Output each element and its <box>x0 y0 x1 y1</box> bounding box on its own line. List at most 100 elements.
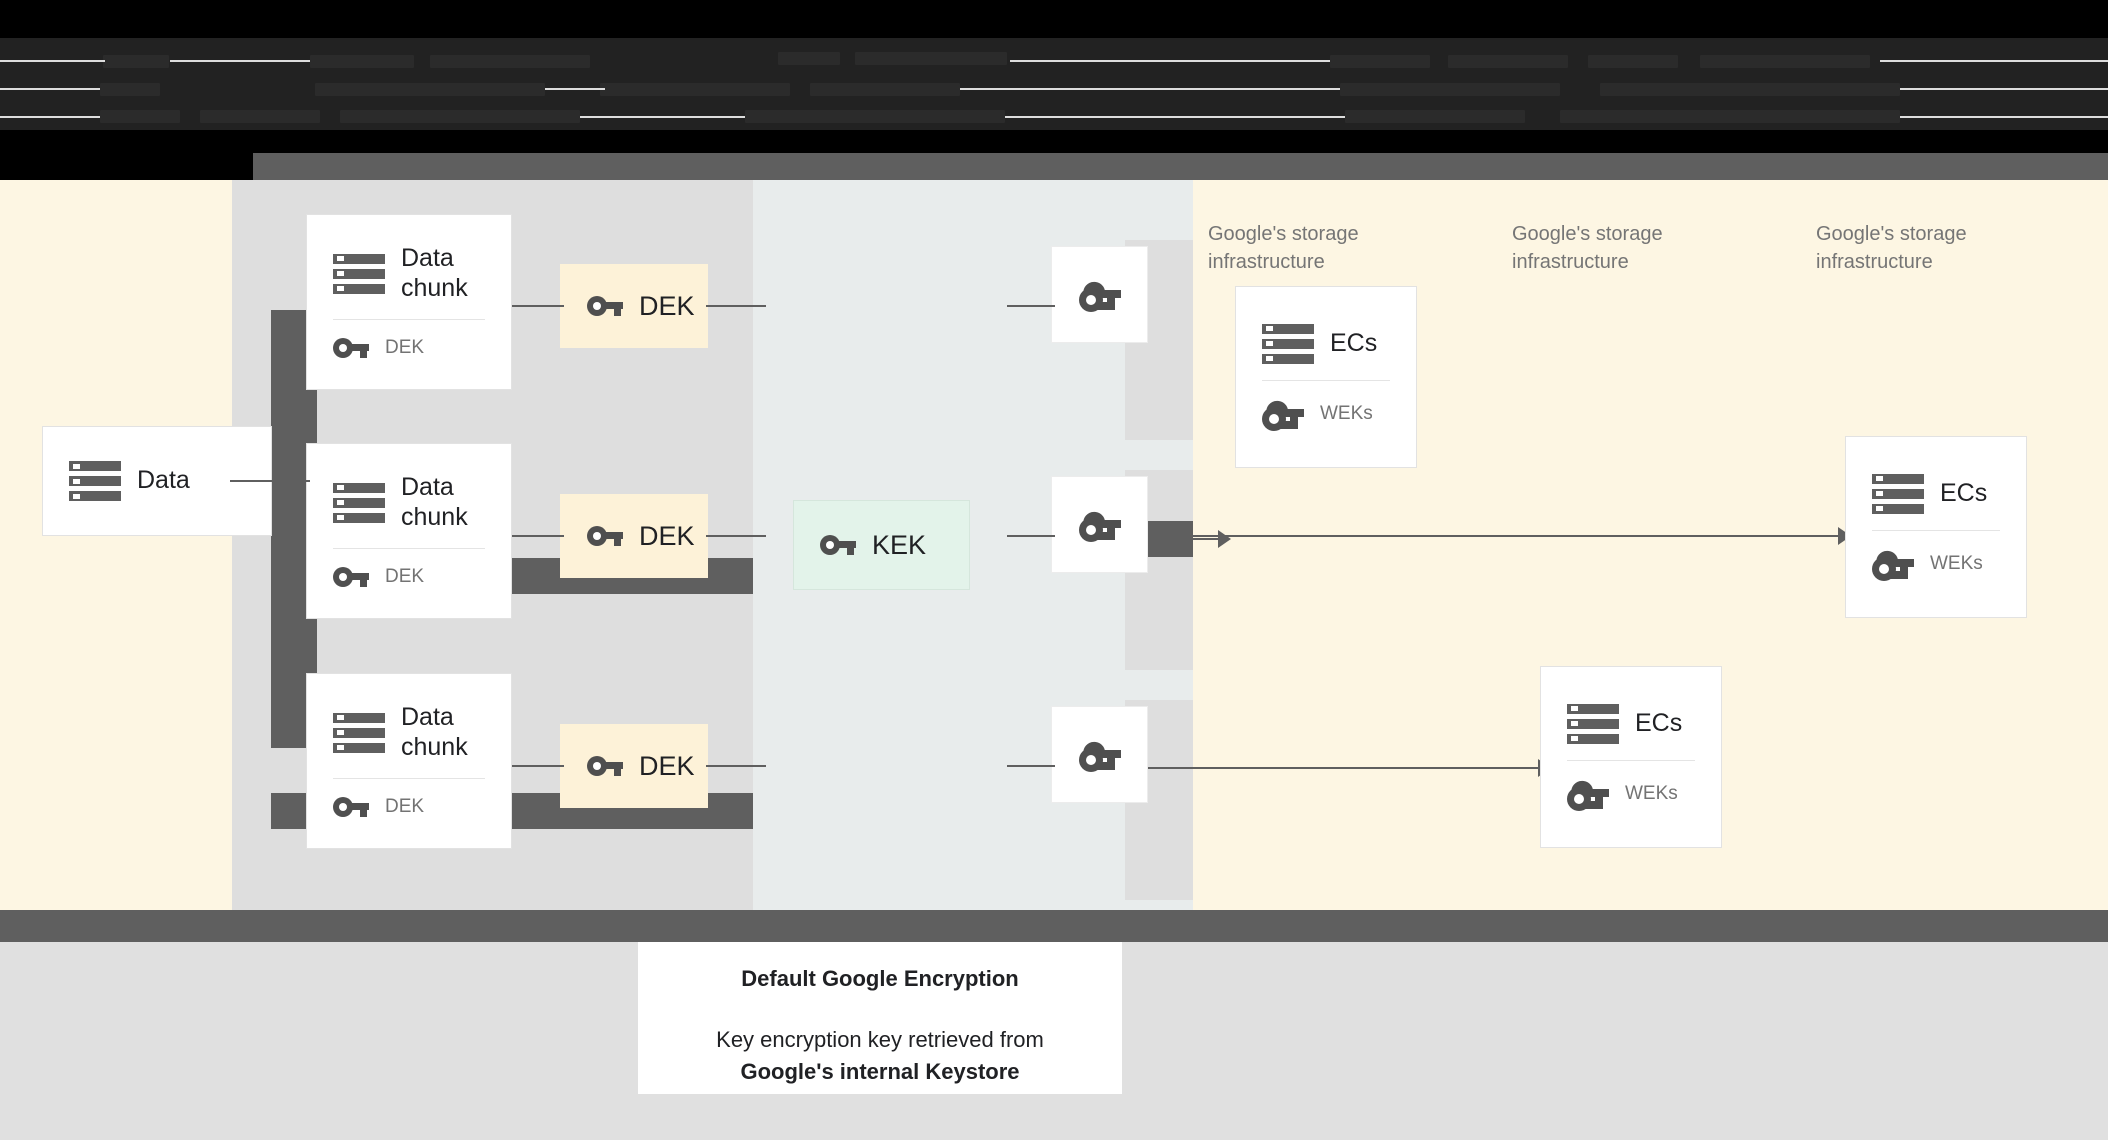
dek-chip-1[interactable]: DEK <box>560 264 708 348</box>
connector-dek3-out <box>706 765 766 767</box>
ec-card-2[interactable]: ECs WEKs <box>1845 436 2027 618</box>
obscured-text-run <box>810 83 960 96</box>
obscured-text-run <box>1560 110 1900 123</box>
chunk-key-row: DEK <box>307 795 511 819</box>
caption-line-2: Google's internal Keystore <box>740 1058 1020 1084</box>
header-grey-divider <box>0 153 2108 180</box>
obscured-text-run <box>1448 55 1568 68</box>
chunk-title-row: Data chunk <box>307 244 511 303</box>
ec-title: ECs <box>1940 478 1988 507</box>
obscured-text-run <box>745 110 1005 123</box>
obscured-text-run <box>430 55 590 68</box>
data-source-row: Data <box>43 461 271 501</box>
diagram-canvas: Data Data chunk DEK Data chunk DEK <box>0 180 2108 1092</box>
card-divider <box>1872 529 2000 531</box>
ec-key-row: WEKs <box>1236 397 1416 431</box>
key-icon <box>333 336 369 360</box>
chunk-title: Data chunk <box>401 244 468 302</box>
ec-title: ECs <box>1635 708 1683 737</box>
wrapped-key-icon <box>1262 397 1304 431</box>
obscured-text-run <box>103 55 169 68</box>
storage-icon <box>333 482 385 523</box>
dek-chip-2[interactable]: DEK <box>560 494 708 578</box>
connector-kek-to-wek2 <box>1007 535 1055 537</box>
obscured-rule <box>960 88 1340 90</box>
storage-infrastructure-label-1: Google's storage infrastructure <box>1208 223 1359 273</box>
dek-chip-label: DEK <box>639 520 695 551</box>
caption-line-1: Key encryption key retrieved from <box>716 1027 1044 1052</box>
ec-key-label: WEKs <box>1930 552 1983 574</box>
obscured-rule <box>0 116 100 118</box>
obscured-rule <box>0 60 105 62</box>
obscured-text-run <box>1340 83 1560 96</box>
obscured-text-run <box>100 83 160 96</box>
caption-box: Default Google Encryption Key encryption… <box>638 942 1122 1094</box>
header-black-block <box>0 153 253 180</box>
key-icon <box>587 524 623 548</box>
ec-key-label: WEKs <box>1625 782 1678 804</box>
chunk-title-row: Data chunk <box>307 473 511 532</box>
chunk-title: Data chunk <box>401 703 468 761</box>
ec-key-row: WEKs <box>1846 547 2026 581</box>
obscured-text-run <box>1600 83 1900 96</box>
chunk-key-label: DEK <box>385 565 425 587</box>
obscured-text-run <box>1345 110 1525 123</box>
kek-chip-label: KEK <box>872 529 927 560</box>
obscured-rule <box>1010 60 1330 62</box>
obscured-rule <box>0 88 100 90</box>
connector-chunk2-to-dek2 <box>512 535 564 537</box>
wrapped-key-box-2[interactable] <box>1051 476 1148 573</box>
obscured-text-run <box>100 110 180 123</box>
ec-key-label: WEKs <box>1320 402 1373 424</box>
storage-icon <box>1567 703 1619 744</box>
connector-chunk1-to-dek1 <box>512 305 564 307</box>
chunk-key-row: DEK <box>307 336 511 360</box>
obscured-rule <box>580 116 745 118</box>
storage-icon <box>1262 323 1314 364</box>
storage-icon <box>333 712 385 753</box>
card-divider <box>333 777 485 779</box>
obscured-text-run <box>600 83 790 96</box>
obscured-rule <box>545 88 605 90</box>
wrapped-key-box-1[interactable] <box>1051 246 1148 343</box>
ec-card-3[interactable]: ECs WEKs <box>1540 666 1722 848</box>
connector-to-wek3 <box>1007 765 1055 767</box>
data-source-label: Data <box>137 466 190 495</box>
key-icon <box>587 754 623 778</box>
obscured-text-run <box>1588 55 1678 68</box>
wrapped-key-icon <box>1567 777 1609 811</box>
card-divider <box>333 547 485 549</box>
caption-heading: Default Google Encryption <box>741 966 1019 991</box>
chunk-title-row: Data chunk <box>307 703 511 762</box>
obscured-rule <box>170 60 310 62</box>
data-chunk-card-3[interactable]: Data chunk DEK <box>306 673 512 849</box>
wrapped-key-box-3[interactable] <box>1051 706 1148 803</box>
card-divider <box>1262 379 1390 381</box>
chunk-key-label: DEK <box>385 795 425 817</box>
data-chunk-card-2[interactable]: Data chunk DEK <box>306 443 512 619</box>
obscured-text-run <box>778 52 840 65</box>
dek-chip-3[interactable]: DEK <box>560 724 708 808</box>
dek-chip-label: DEK <box>639 290 695 321</box>
card-divider <box>333 318 485 320</box>
ec-title-row: ECs <box>1236 323 1416 364</box>
chunk-key-label: DEK <box>385 336 425 358</box>
kek-chip[interactable]: KEK <box>793 500 970 590</box>
ec-card-1[interactable]: ECs WEKs <box>1235 286 1417 468</box>
obscured-text-run <box>315 83 545 96</box>
key-icon <box>333 795 369 819</box>
arrow-wek2-to-ec2 <box>1148 535 1838 537</box>
card-divider <box>1567 759 1695 761</box>
storage-icon <box>69 461 121 501</box>
data-chunk-card-1[interactable]: Data chunk DEK <box>306 214 512 390</box>
obscured-text-run <box>200 110 320 123</box>
obscured-text-run <box>340 110 580 123</box>
obscured-rule <box>1900 88 2108 90</box>
obscured-rule <box>1900 116 2108 118</box>
connector-dek1-out <box>706 305 766 307</box>
connector-chunk3-to-dek3 <box>512 765 564 767</box>
key-icon <box>820 533 856 557</box>
ec-title-row: ECs <box>1846 473 2026 514</box>
arrowhead-ec1 <box>1218 530 1231 548</box>
